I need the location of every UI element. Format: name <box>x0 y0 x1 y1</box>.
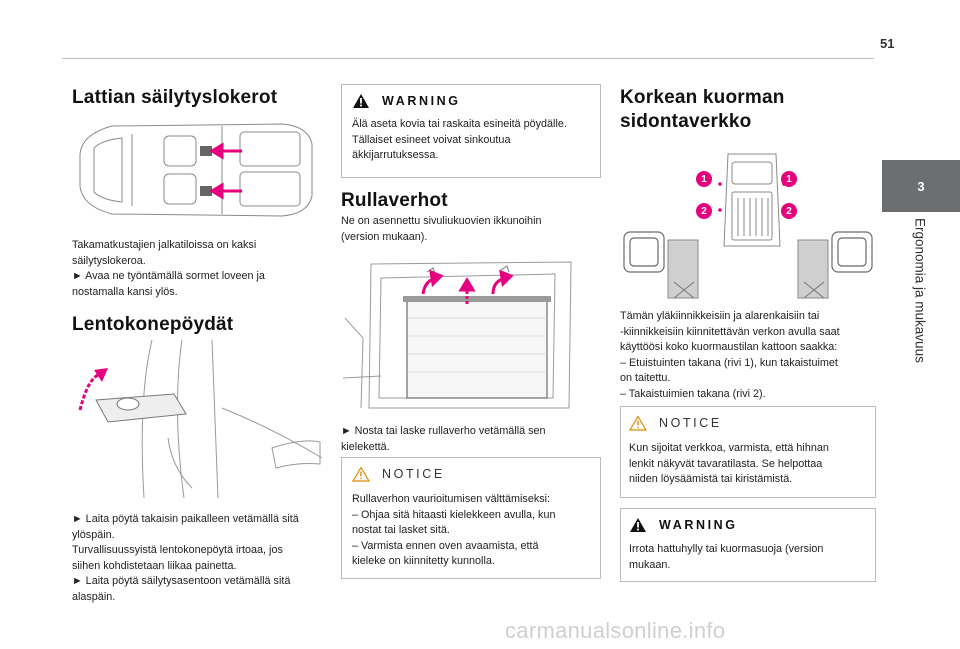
roller-blind-illustration <box>341 258 599 410</box>
watermark: carmanualsonline.info <box>505 618 726 643</box>
floor-storage-illustration <box>72 114 320 226</box>
page-number: 51 <box>880 36 895 51</box>
cargo-net-illustration <box>620 148 876 302</box>
warning-title: WARNING <box>382 94 461 108</box>
chapter-title: Ergonomia ja mukavuus <box>912 218 928 363</box>
roller-blinds-intro: Ne on asennettu sivuliukuovien ikkunoihi… <box>341 215 542 243</box>
header-divider <box>62 58 874 59</box>
notice-text: Rullaverhon vaurioitumisen välttämiseksi… <box>352 493 556 567</box>
chapter-number: 3 <box>917 178 925 194</box>
notice-triangle-icon <box>352 466 370 482</box>
warning-text: Irrota hattuhylly tai kuormasuoja (versi… <box>629 543 824 571</box>
chapter-title-vertical: Ergonomia ja mukavuus <box>880 212 960 432</box>
callout-2-right: 2 <box>781 203 797 219</box>
chapter-tab[interactable]: 3 <box>882 160 960 212</box>
cargo-net-text: Tämän yläkiinnikkeisiin ja alarenkaisiin… <box>620 310 840 400</box>
notice-triangle-icon <box>629 415 647 431</box>
notice-box-cargo-net: NOTICE Kun sijoitat verkkoa, varmista, e… <box>620 406 876 498</box>
section-title-floor-storage: Lattian säilytyslokerot <box>72 87 278 108</box>
section-title-cargo-net: Korkean kuorman sidontaverkko <box>620 87 785 132</box>
callout-1-left: 1 <box>696 171 712 187</box>
callout-2-left: 2 <box>696 203 712 219</box>
warning-triangle-icon <box>353 94 369 108</box>
callout-1-right: 1 <box>781 171 797 187</box>
floor-storage-text: Takamatkustajien jalkatiloissa on kaksi … <box>72 239 265 298</box>
section-title-roller-blinds: Rullaverhot <box>341 190 448 211</box>
notice-box-roller-blinds: NOTICE Rullaverhon vaurioitumisen välttä… <box>341 457 601 579</box>
warning-box-tables: WARNING Älä aseta kovia tai raskaita esi… <box>341 84 601 178</box>
notice-text: Kun sijoitat verkkoa, varmista, että hih… <box>629 442 829 485</box>
airline-table-illustration <box>72 338 324 500</box>
airline-tables-text: ► Laita pöytä takaisin paikalleen vetämä… <box>72 513 299 603</box>
roller-blinds-step: ► Nosta tai laske rullaverho vetämällä s… <box>341 425 546 453</box>
section-title-airline-tables: Lentokonepöydät <box>72 314 234 335</box>
warning-title: WARNING <box>659 518 738 532</box>
notice-title: NOTICE <box>382 467 445 481</box>
warning-triangle-icon <box>630 518 646 532</box>
warning-box-cargo-net: WARNING Irrota hattuhylly tai kuormasuoj… <box>620 508 876 582</box>
warning-text: Älä aseta kovia tai raskaita esineitä pö… <box>352 118 567 161</box>
notice-title: NOTICE <box>659 416 722 430</box>
